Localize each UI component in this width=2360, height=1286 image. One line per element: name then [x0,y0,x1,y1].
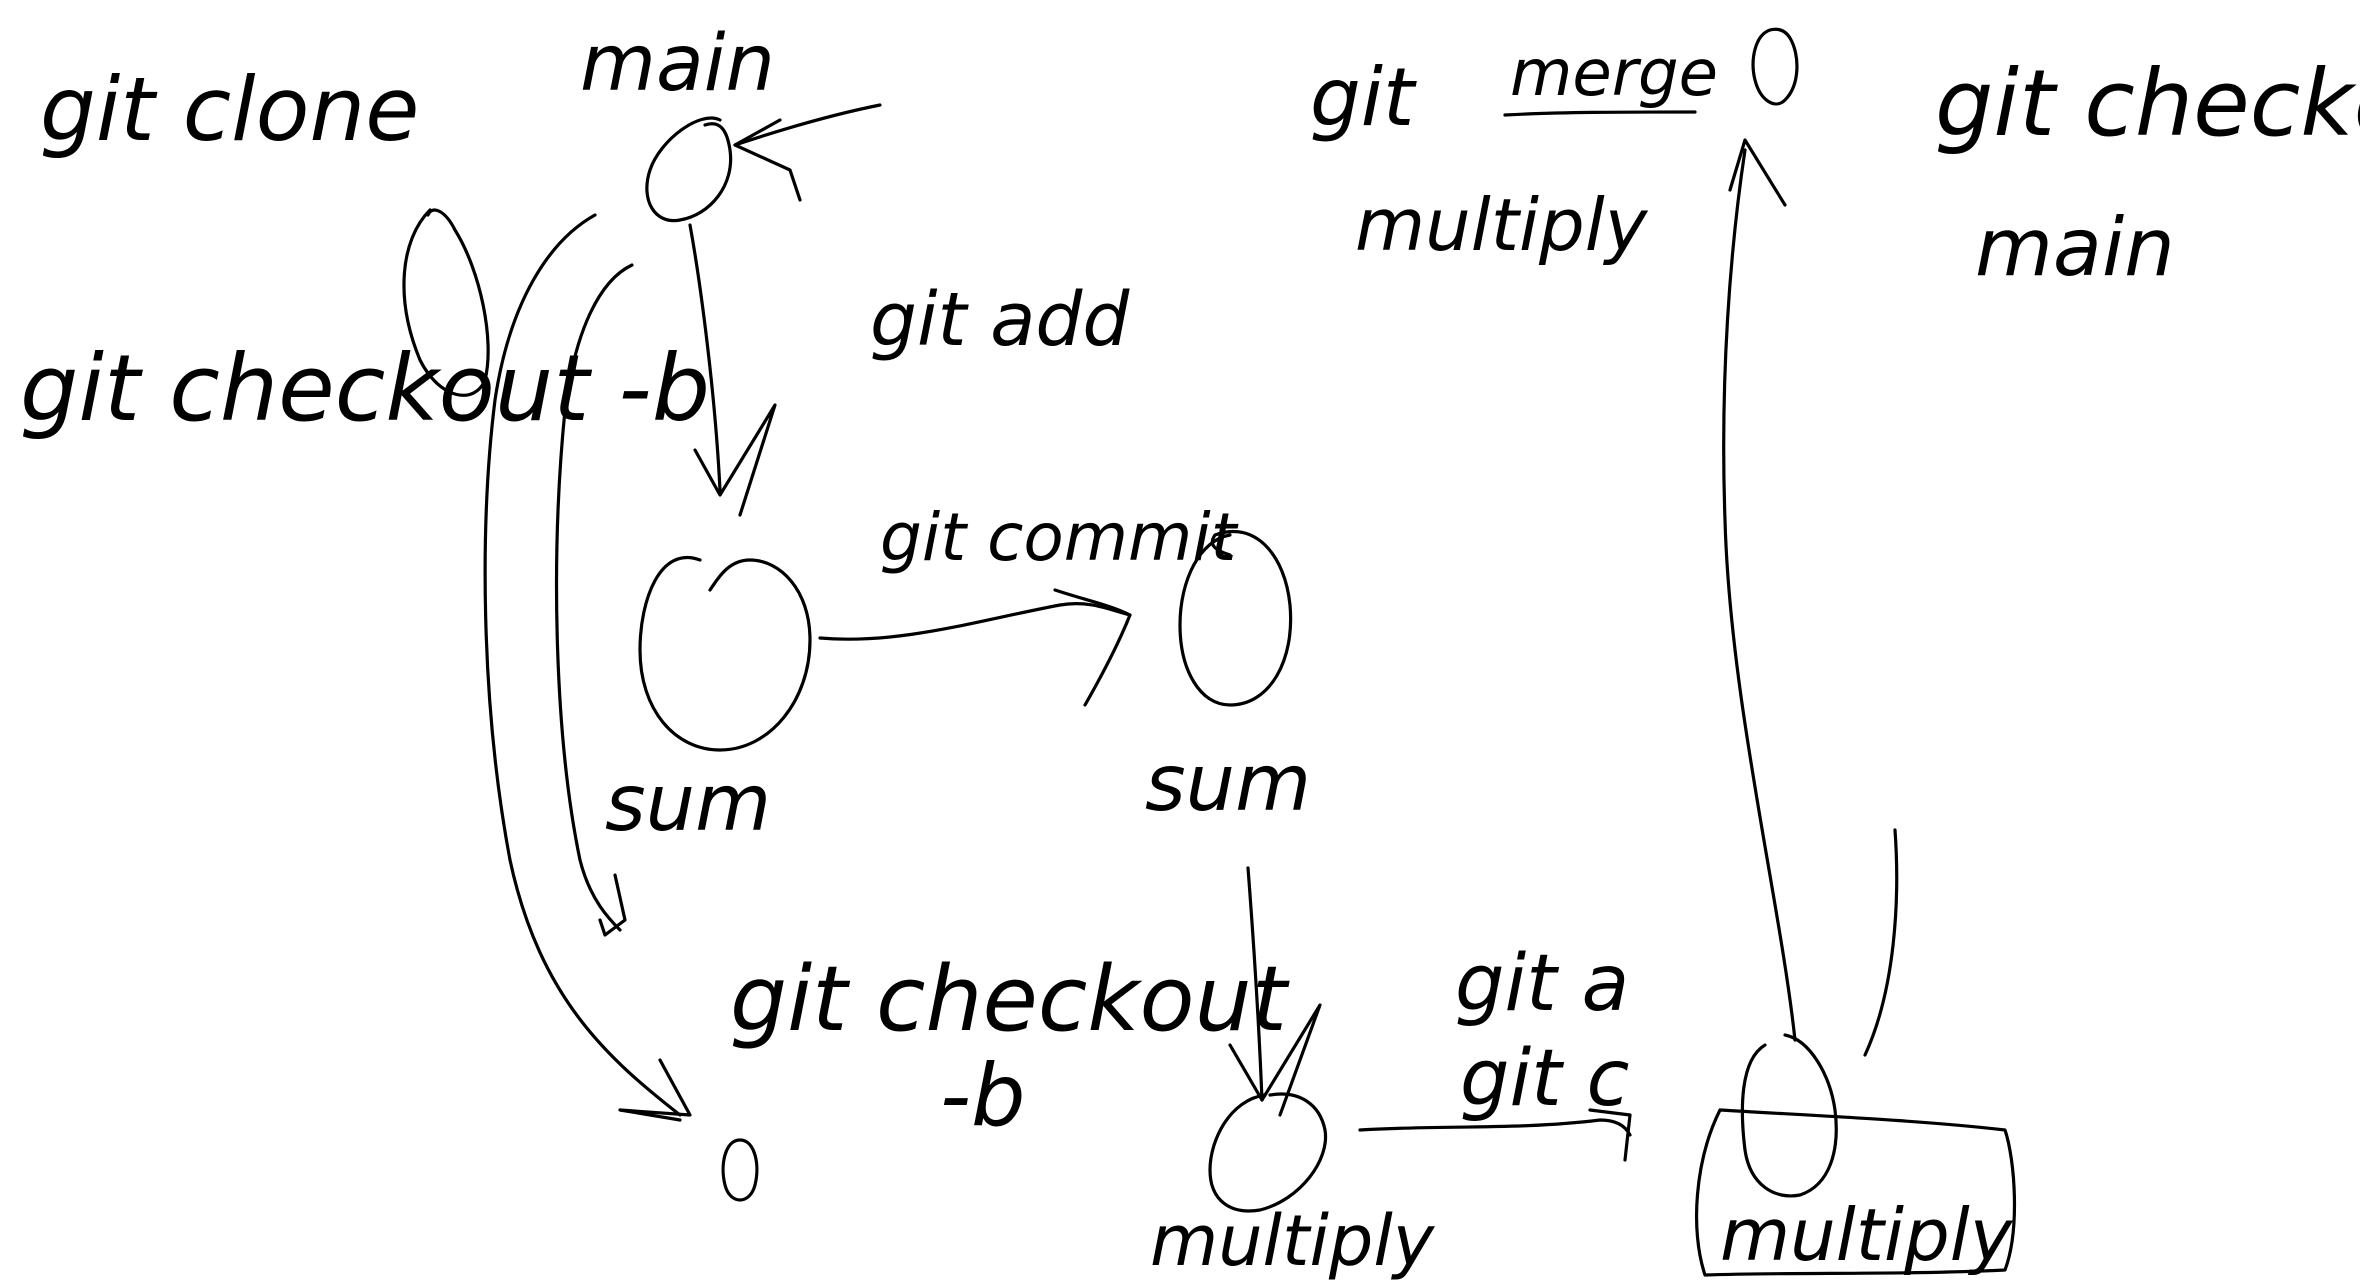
label-sum-right: sum [1145,739,1311,829]
edge-main-to-checkout-b-inner [554,263,634,937]
edge-sum-to-sum [818,588,1132,707]
commit-node-multiply-1 [1208,1092,1328,1213]
label-main-top: main [580,19,775,109]
label-dash-b-mid: -b [940,1046,1026,1146]
multiply-box [1694,1108,2017,1277]
label-sum-left: sum [605,759,771,849]
label-git-merge-git: git [1310,51,1417,144]
commit-node-main [645,116,733,223]
label-git-checkout-mid: git checkout [730,947,1291,1052]
label-git-checkout-main-branch: main [1975,201,2175,294]
edge-multiply-to-multiply [1358,1108,1632,1162]
edge-main-to-sum [688,223,777,517]
label-git-checkout-main-cmd: git checkout [1935,50,2360,157]
label-git-merge-merge: merge [1510,37,1718,111]
commit-node-checkout-b [721,1138,759,1202]
label-git-c: git c [1460,1034,1629,1124]
edge-main-to-checkout-b-outer [483,213,692,1122]
label-multiply-boxed: multiply [1720,1193,2014,1277]
label-git-merge-name: multiply [1355,183,1649,267]
commit-node-sum-2 [1178,529,1293,707]
label-git-a: git a [1455,939,1629,1029]
edge-short-stroke-right [1863,828,1899,1057]
label-git-commit: git commit [880,499,1239,576]
edge-head-to-main [733,103,882,202]
label-multiply-mid: multiply [1150,1200,1436,1282]
commit-node-sum-1 [638,556,812,752]
circle-b-top [402,208,490,397]
label-git-add: git add [870,277,1130,363]
label-git-clone: git clone [40,58,419,161]
edge-sum-to-multiply [1228,866,1322,1117]
label-git-checkout-b-top: git checkout -b [20,335,710,442]
edge-multiply-to-merge [1722,138,1797,1042]
merge-underline [1503,110,1697,117]
commit-node-merge [1751,27,1799,106]
